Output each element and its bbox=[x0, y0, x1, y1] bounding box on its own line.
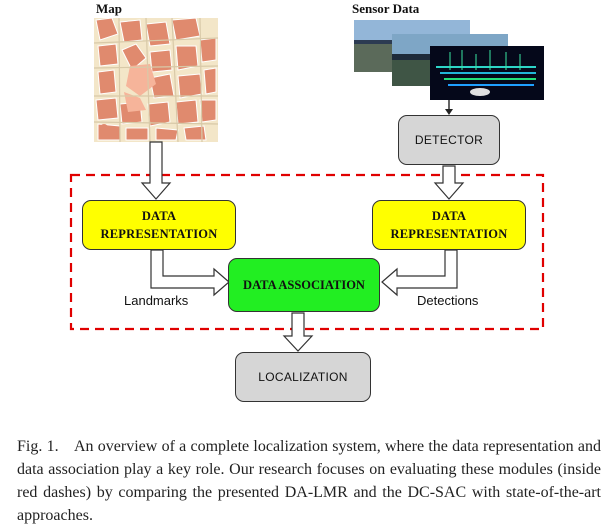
arrow-association-to-localization bbox=[282, 312, 314, 352]
localization-label: LOCALIZATION bbox=[258, 370, 348, 384]
data-representation-right-line2: REPRESENTATION bbox=[390, 227, 508, 241]
arrow-detector-to-representation bbox=[433, 165, 465, 200]
focus-region-border bbox=[69, 173, 545, 331]
localization-box: LOCALIZATION bbox=[235, 352, 371, 402]
figure-caption: Fig. 1. An overview of a complete locali… bbox=[17, 435, 601, 527]
arrow-map-to-representation bbox=[140, 141, 172, 200]
data-representation-left-box: DATA REPRESENTATION bbox=[82, 200, 236, 250]
caption-text: An overview of a complete localization s… bbox=[17, 438, 602, 524]
caption-prefix: Fig. 1. bbox=[17, 438, 59, 455]
sensor-data-images bbox=[354, 20, 544, 100]
data-association-box: DATA ASSOCIATION bbox=[228, 258, 380, 312]
detections-label: Detections bbox=[417, 293, 479, 308]
data-representation-left-line1: DATA bbox=[141, 209, 177, 223]
data-representation-right-line1: DATA bbox=[431, 209, 467, 223]
data-representation-left-line2: REPRESENTATION bbox=[100, 227, 218, 241]
map-image bbox=[93, 17, 219, 143]
map-title: Map bbox=[96, 1, 122, 16]
data-representation-right-box: DATA REPRESENTATION bbox=[372, 200, 526, 250]
detector-box: DETECTOR bbox=[398, 115, 500, 165]
landmarks-label: Landmarks bbox=[124, 293, 189, 308]
arrow-landmarks bbox=[150, 249, 230, 297]
detector-label: DETECTOR bbox=[414, 133, 484, 147]
data-association-label: DATA ASSOCIATION bbox=[243, 278, 365, 292]
sensor-data-title: Sensor Data bbox=[352, 1, 420, 16]
arrow-detections bbox=[381, 249, 458, 297]
